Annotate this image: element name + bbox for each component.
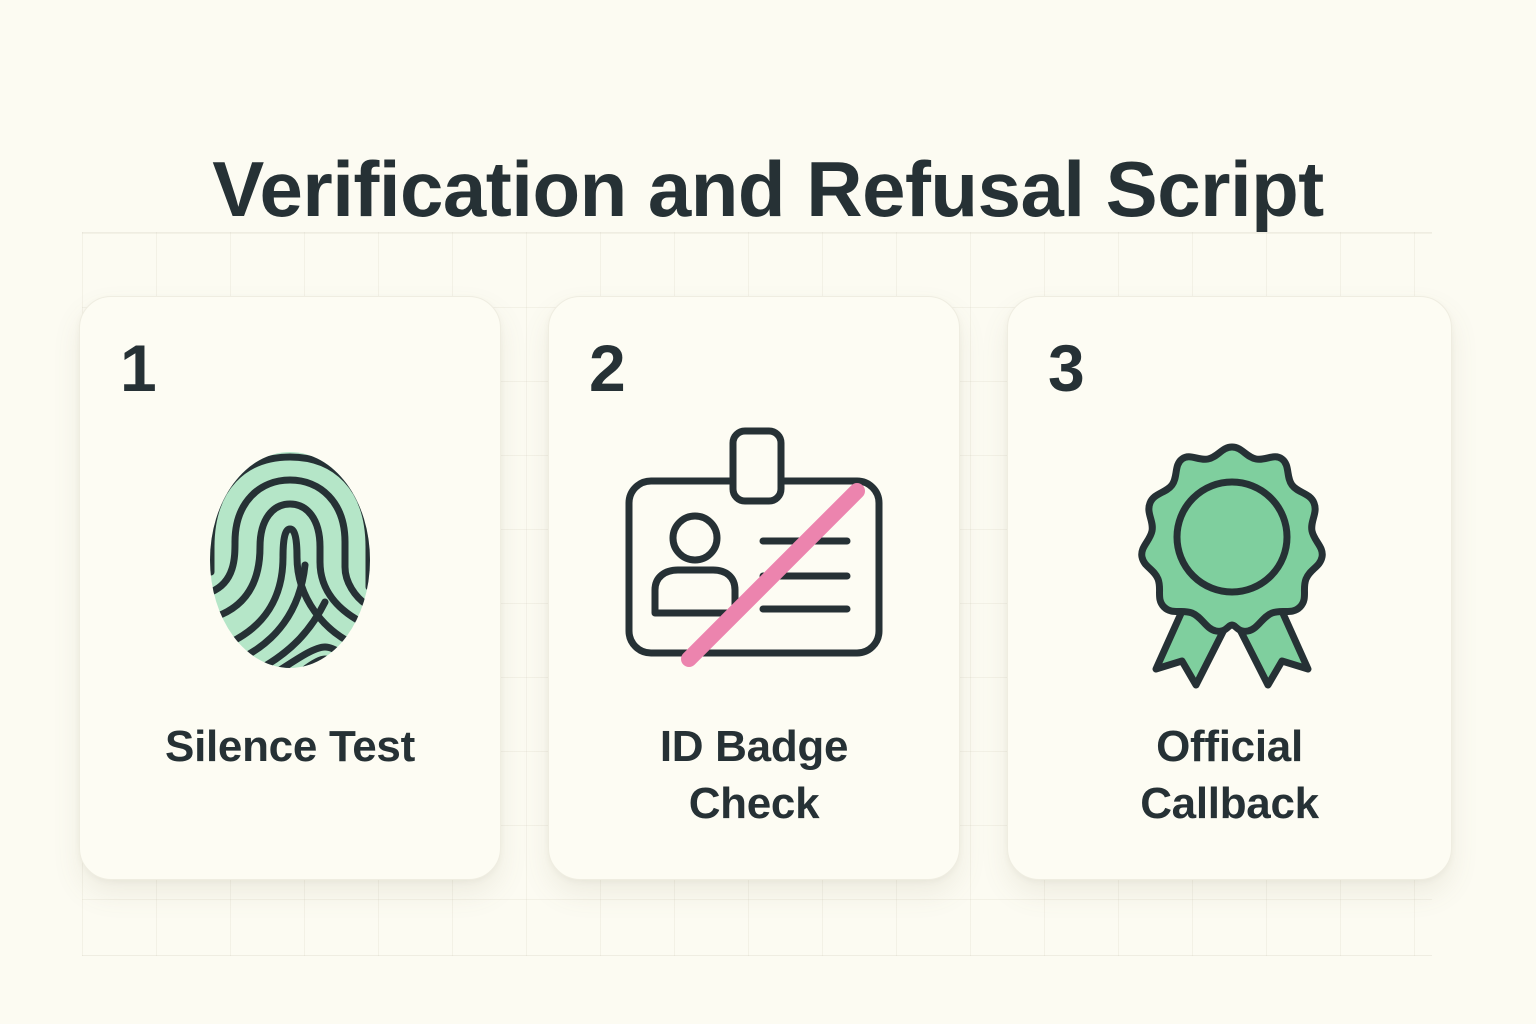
step-card-id-badge-check: 2 ID Badge Check (548, 296, 960, 880)
fingerprint-icon (210, 452, 370, 668)
step-number: 3 (1048, 331, 1085, 405)
step-label: ID Badge Check (659, 722, 849, 828)
step-label: Silence Test (165, 722, 415, 771)
step-number: 2 (589, 331, 626, 405)
step-card-silence-test: 1 Silence Test (79, 296, 501, 880)
step-number: 1 (120, 331, 157, 405)
award-ribbon-icon (1138, 443, 1326, 689)
page-title: Verification and Refusal Script (212, 145, 1324, 234)
step-card-official-callback: 3 Official Callback (1007, 296, 1452, 880)
step-label: Official Callback (1140, 722, 1319, 828)
id-badge-crossed-out-icon (625, 427, 883, 667)
